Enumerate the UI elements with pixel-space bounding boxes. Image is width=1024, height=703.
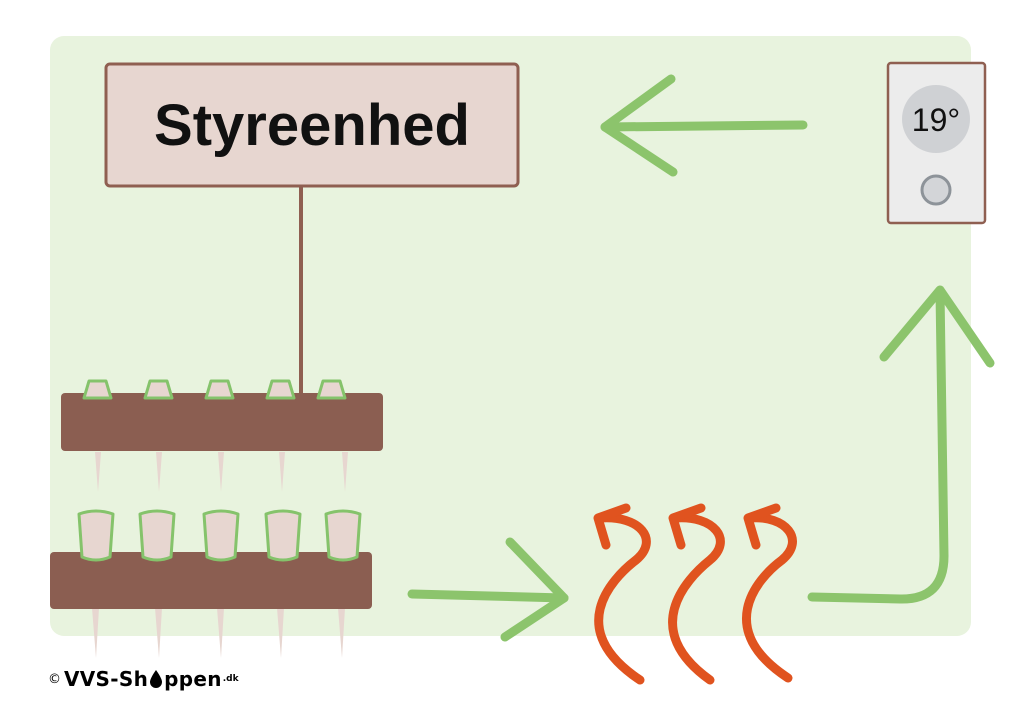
- control-unit: Styreenhed: [104, 62, 520, 188]
- control-unit-label: Styreenhed: [154, 93, 470, 158]
- thermostat-display: [902, 85, 970, 153]
- brand-name-start: VVS-Sh: [64, 667, 149, 691]
- heat-wave-1: [593, 503, 651, 685]
- arrow-to-heat: [407, 537, 569, 642]
- heat-wave-icon: [593, 503, 797, 685]
- brand-logo: © VVS-Sh ppen .dk: [48, 664, 239, 694]
- control-unit-box: [104, 62, 520, 188]
- manifold-upper-pipes: [95, 452, 348, 492]
- manifold-upper-bar: [61, 393, 383, 451]
- manifold-lower: [50, 509, 372, 658]
- thermostat-icon: 19°: [886, 61, 987, 225]
- flow-arrows: [407, 74, 995, 642]
- brand-name-end: ppen: [164, 667, 222, 691]
- manifold-upper-valves: [82, 379, 347, 400]
- heat-wave-2: [668, 503, 725, 685]
- manifold-lower-pipes: [92, 608, 345, 658]
- heat-wave-3: [742, 503, 797, 683]
- brand-tld: .dk: [222, 674, 239, 684]
- manifold-upper: [61, 379, 383, 492]
- manifold-lower-bar: [50, 552, 372, 609]
- arrow-to-control-unit: [600, 74, 808, 177]
- manifold-lower-valves: [77, 509, 362, 562]
- thermostat-button: [920, 174, 952, 206]
- water-drop-icon: [150, 670, 163, 688]
- copyright-symbol: ©: [48, 671, 61, 687]
- arrow-to-thermostat: [807, 285, 995, 604]
- thermostat-temperature: 19°: [912, 102, 960, 138]
